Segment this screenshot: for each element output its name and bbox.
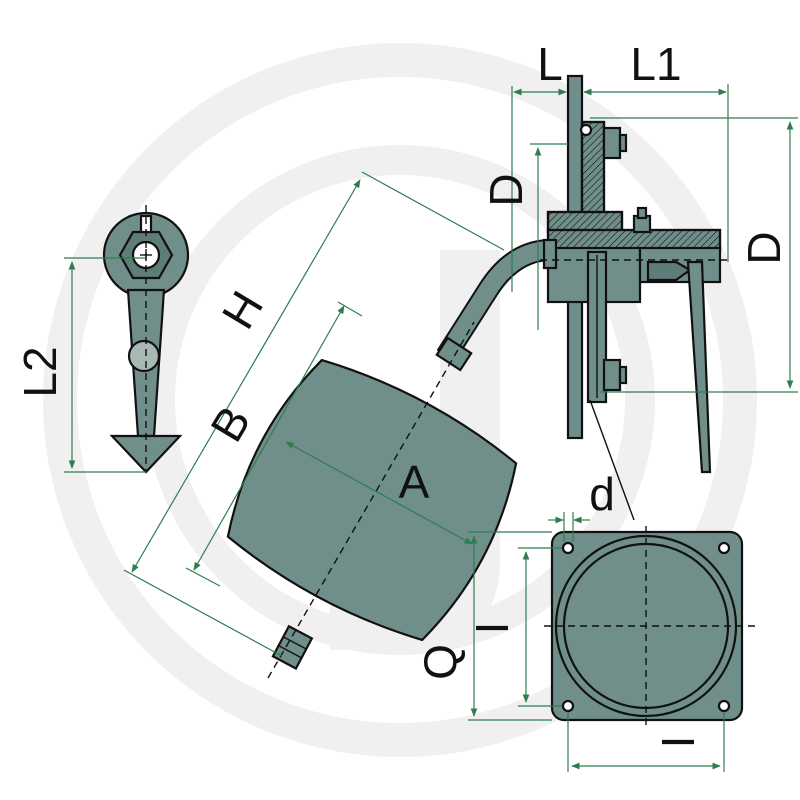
hatched-flange	[580, 120, 606, 220]
plate-front-view	[544, 526, 756, 730]
label-A: A	[399, 456, 430, 508]
mounting-hole-tl	[561, 541, 575, 555]
label-L1: L1	[630, 38, 681, 90]
label-I-vertical: I	[466, 622, 518, 635]
label-H: H	[211, 282, 273, 337]
float-bottom-nut	[271, 624, 314, 670]
mounting-hole-tr	[717, 541, 731, 555]
lever-hole	[127, 339, 161, 373]
label-D-right: D	[738, 231, 790, 264]
dimension-D-left: D	[480, 143, 568, 330]
valve-head	[540, 74, 730, 521]
label-I-horizontal: I	[652, 736, 704, 749]
dimension-L1: L1	[583, 38, 729, 262]
mounting-hole-bl	[561, 699, 575, 713]
dimension-L: L	[511, 38, 567, 292]
label-d: d	[589, 468, 615, 520]
label-L2: L2	[14, 346, 66, 397]
valve-needle	[686, 260, 712, 474]
dimension-d: d	[548, 468, 615, 542]
dimension-I-horizontal: I	[567, 712, 725, 772]
dimension-A: A	[285, 441, 473, 545]
dimension-I-vertical: I	[466, 547, 562, 707]
dimension-Q: Q	[414, 531, 552, 721]
dimension-D-right: D	[590, 117, 798, 393]
label-B: B	[200, 397, 260, 450]
label-D-left: D	[480, 173, 532, 206]
label-L: L	[537, 38, 563, 90]
label-Q: Q	[414, 644, 466, 680]
mounting-hole-br	[717, 699, 731, 713]
